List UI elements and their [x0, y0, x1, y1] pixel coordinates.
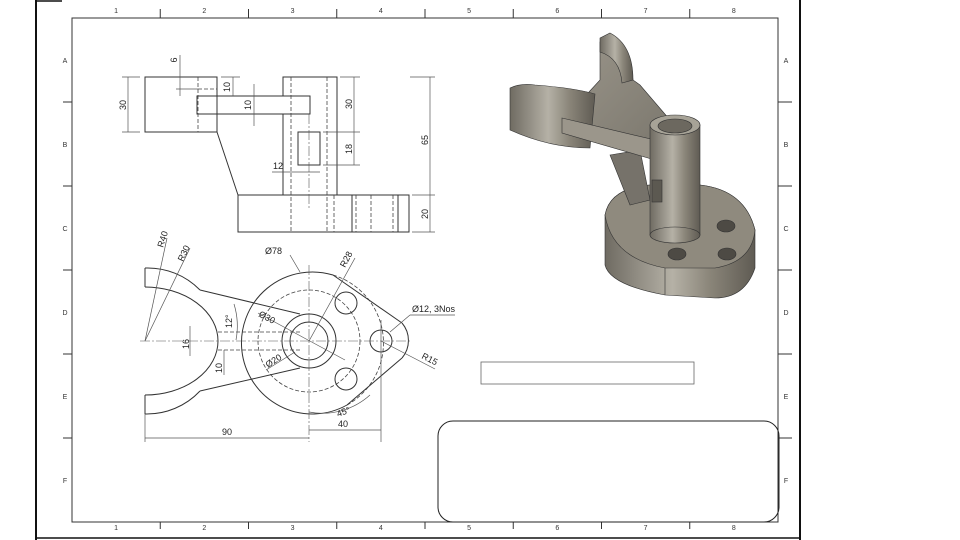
grid-column-label: 7 [644, 525, 648, 532]
grid-column-label: 3 [291, 525, 295, 532]
grid-row-label: D [783, 310, 788, 317]
grid-column-label: 2 [202, 525, 206, 532]
grid-column-label: 8 [732, 525, 736, 532]
dim-12: 12 [273, 161, 283, 171]
grid-row-label: F [784, 478, 788, 485]
dim-r28: R28 [338, 250, 355, 269]
dim-10-top: 10 [222, 82, 232, 92]
dim-30-left: 30 [118, 100, 128, 110]
dim-30-right: 30 [344, 99, 354, 109]
grid-column-label: 3 [291, 8, 295, 15]
grid-row-label: C [783, 226, 788, 233]
dim-10: 10 [214, 363, 224, 373]
dim-18: 18 [344, 144, 354, 154]
grid-column-label: 6 [555, 8, 559, 15]
dim-40: 40 [338, 419, 348, 429]
dim-angle-12: 12° [224, 314, 234, 328]
top-view: R40 R30 Ø78 R28 Ø30 Ø20 12° 16 10 Ø12, 3… [140, 230, 456, 442]
grid-column-label: 6 [555, 525, 559, 532]
dim-d20: Ø20 [264, 352, 284, 370]
grid-column-label: 4 [379, 8, 383, 15]
grid-column-label: 4 [379, 525, 383, 532]
dim-r40: R40 [155, 230, 170, 249]
grid-column-label: 1 [114, 8, 118, 15]
dim-6: 6 [169, 57, 179, 62]
grid-row-label: D [62, 310, 67, 317]
grid-row-label: B [63, 142, 68, 149]
dim-holes: Ø12, 3Nos [412, 304, 456, 314]
grid-column-label: 1 [114, 525, 118, 532]
isometric-part-render [509, 32, 756, 299]
dim-10-arm: 10 [243, 100, 253, 110]
dim-d78: Ø78 [265, 246, 282, 256]
dim-d30: Ø30 [257, 309, 277, 326]
dim-65: 65 [420, 135, 430, 145]
dim-16: 16 [181, 339, 191, 349]
grid-column-label: 7 [644, 8, 648, 15]
dim-r15: R15 [420, 351, 439, 367]
note-box [480, 361, 695, 385]
front-view: 30 6 10 10 30 18 65 20 12 [118, 55, 435, 233]
grid-column-label: 5 [467, 8, 471, 15]
grid-row-label: E [63, 394, 68, 401]
dim-r30: R30 [176, 244, 192, 263]
grid-column-label: 5 [467, 525, 471, 532]
grid-column-label: 2 [202, 8, 206, 15]
grid-column-label: 8 [732, 8, 736, 15]
title-block [437, 420, 780, 523]
dim-90: 90 [222, 427, 232, 437]
grid-row-label: A [784, 58, 789, 65]
grid-row-label: C [62, 226, 67, 233]
dim-20: 20 [420, 209, 430, 219]
dim-angle-45: 45° [335, 405, 352, 419]
grid-row-label: A [63, 58, 68, 65]
grid-row-label: B [784, 142, 789, 149]
grid-row-label: E [784, 394, 789, 401]
grid-row-label: F [63, 478, 67, 485]
